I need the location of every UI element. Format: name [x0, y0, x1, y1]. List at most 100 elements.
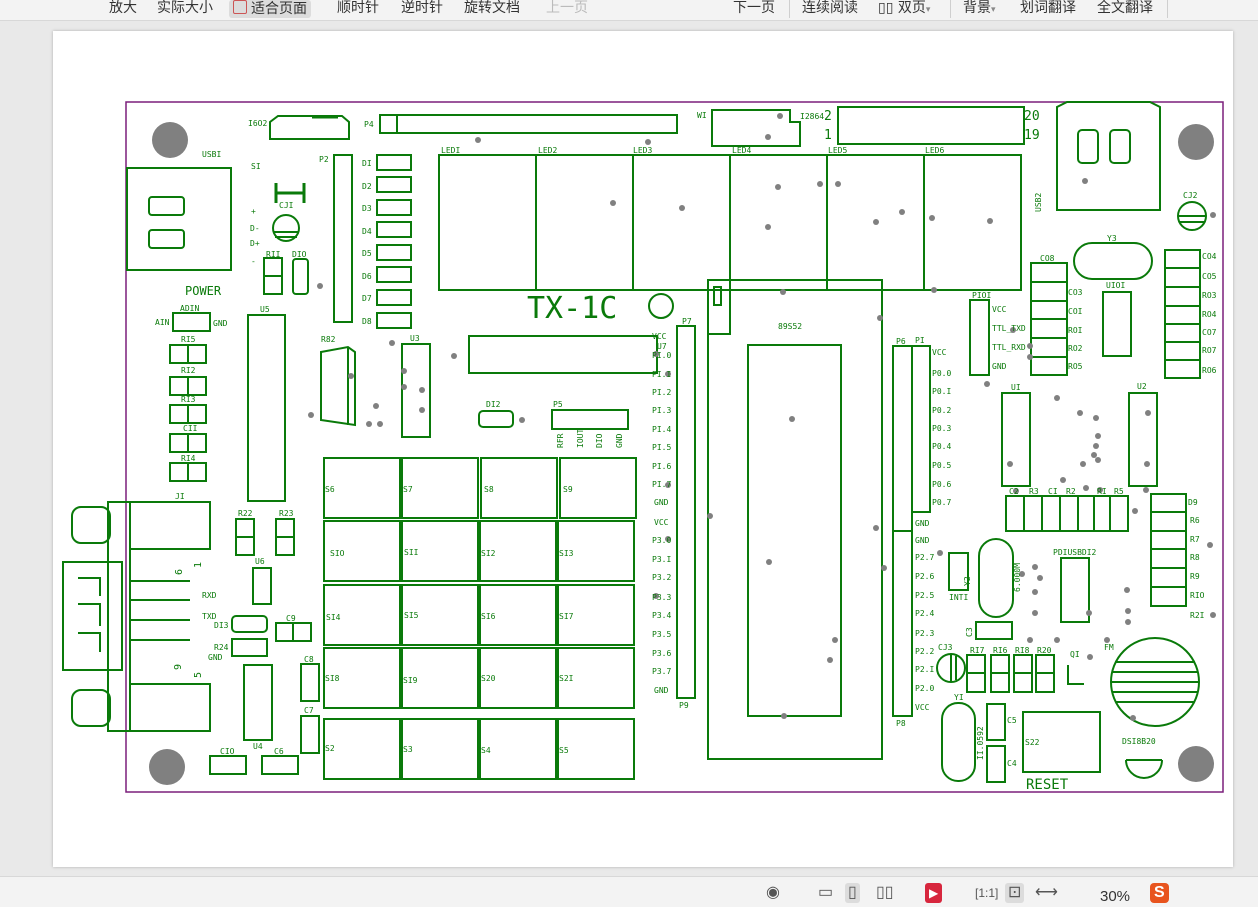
rotate-counterclockwise-button[interactable]: 逆时针 [401, 0, 443, 16]
pl01-label: PIOI [972, 291, 991, 300]
p5-pin-label: DIO [595, 433, 604, 448]
switch-label: SI9 [403, 676, 418, 685]
switch-label: SI3 [559, 549, 574, 558]
u7-label: U7 [657, 342, 667, 351]
usb-pin-label: D+ [250, 239, 260, 248]
resistor-label: R9 [1190, 572, 1200, 581]
zoom-in-button[interactable]: 放大 [109, 0, 137, 16]
prev-page-button[interactable]: 上一页 [546, 0, 588, 16]
q1-label: QI [1070, 650, 1080, 659]
chevron-down-icon: ▾ [991, 5, 996, 15]
mcu-socket [707, 279, 883, 760]
reset-label: RESET [1026, 777, 1069, 793]
word-translate-button[interactable]: 划词翻译 [1020, 0, 1076, 16]
mcu-89s52 [747, 344, 842, 717]
actual-size-icon[interactable]: [1:1] [975, 886, 999, 900]
fit-page-icon[interactable]: ⊡ [1005, 883, 1025, 903]
cap-label: COI [1068, 307, 1083, 316]
p8-header [892, 530, 913, 717]
rotate-document-button[interactable]: 旋转文档 [464, 0, 520, 16]
switch-label: S6 [325, 485, 335, 494]
p1-pin-label: PI.3 [652, 406, 671, 415]
db9-pin-label: 1 [193, 562, 204, 568]
u2-label: U2 [1137, 382, 1147, 391]
si-label: SI [251, 162, 261, 171]
two-page-view-icon[interactable]: ▯▯ [876, 884, 894, 901]
background-button[interactable]: 背景▾ [963, 0, 996, 18]
fit-page-icon [233, 0, 247, 14]
continuous-page-icon[interactable]: ▯ [845, 883, 860, 903]
p7-label: P7 [682, 317, 692, 326]
u6-label: U6 [255, 557, 265, 566]
cap-label: CO7 [1202, 328, 1217, 337]
d10-label: DIO [292, 250, 307, 259]
cap-label: RO3 [1202, 291, 1217, 300]
p1-pin-label: PI.0 [652, 351, 671, 360]
r1-label: RI [1097, 487, 1107, 496]
p2-pin-label: P2.3 [915, 629, 934, 638]
pin-label: 1 [824, 128, 832, 143]
diode-label: D3 [362, 204, 372, 213]
led-label: LED6 [925, 146, 944, 155]
usb2-footprint [1056, 101, 1161, 211]
board-outline [125, 101, 1224, 793]
continuous-reading-button[interactable]: 连续阅读 [802, 0, 858, 16]
p1-pin-label: PI.7 [652, 480, 671, 489]
fit-width-icon[interactable]: ⟷ [1035, 884, 1058, 901]
pl01-pin-label: GND [992, 362, 1007, 371]
diode-label: D4 [362, 227, 372, 236]
switch-label: SI6 [481, 612, 496, 621]
u1-chip [1001, 392, 1031, 487]
led-label: LED5 [828, 146, 847, 155]
play-icon[interactable]: ▶ [925, 883, 943, 903]
ci-label: CI [1048, 487, 1058, 496]
zoom-level[interactable]: 30% [1100, 888, 1131, 905]
u3-label: U3 [410, 334, 420, 343]
next-page-button[interactable]: 下一页 [733, 0, 775, 16]
cap-label: ROI [1068, 326, 1083, 335]
fit-page-button[interactable]: 适合页面 [229, 0, 311, 18]
c10-label: CIO [220, 747, 235, 756]
p2-pin-label: P2.2 [915, 647, 934, 656]
resistor-label: R6 [1190, 516, 1200, 525]
cap-label: RO5 [1068, 362, 1083, 371]
int1-label: INTI [949, 593, 968, 602]
r3-label: R3 [1029, 487, 1039, 496]
cap-label: CO3 [1068, 288, 1083, 297]
document-page: TX-1C POWER RESET USBI USB2 I6O2 I2864 8… [53, 31, 1233, 867]
db9-pin-label: 5 [193, 672, 204, 678]
u5-chip [247, 314, 286, 502]
p7-header [676, 325, 696, 699]
y1-crystal [941, 702, 976, 782]
u2-chip [1128, 392, 1158, 487]
usb-pin-label: + [251, 207, 256, 216]
switch-label: SII [404, 548, 419, 557]
single-page-icon[interactable]: ▭ [818, 884, 834, 901]
led-label: LED2 [538, 146, 557, 155]
p5-pin-label: RFR [556, 433, 565, 448]
p2-header [333, 154, 353, 323]
eye-protection-icon[interactable]: ◉ [766, 884, 780, 901]
p9-label: P9 [679, 701, 689, 710]
resistor-label: R2I [1190, 611, 1205, 620]
s22-label: S22 [1025, 738, 1040, 747]
wi-label: WI [697, 111, 707, 120]
p3-pin-label: P3.5 [652, 630, 671, 639]
toolbar-divider [1167, 0, 1168, 18]
wi-connector [711, 109, 801, 147]
diode-label: DI [362, 159, 372, 168]
p5-pin-label: IOUT [576, 429, 585, 448]
rotate-clockwise-button[interactable]: 顺时针 [337, 0, 379, 16]
left-resistor-column [169, 344, 207, 482]
y3-crystal [1073, 242, 1153, 280]
pin-label: 20 [1024, 109, 1040, 124]
lcd1602-connector [269, 115, 350, 140]
p3-pin-label: P3.6 [652, 649, 671, 658]
actual-size-button[interactable]: 实际大小 [157, 0, 213, 16]
diode-column [376, 154, 412, 329]
two-page-button[interactable]: ▯▯ 双页▾ [878, 0, 930, 18]
y1-label: YI [954, 693, 964, 702]
ime-logo-icon[interactable]: S [1150, 883, 1169, 903]
cap-label: CO4 [1202, 252, 1217, 261]
full-translate-button[interactable]: 全文翻译 [1097, 0, 1153, 16]
